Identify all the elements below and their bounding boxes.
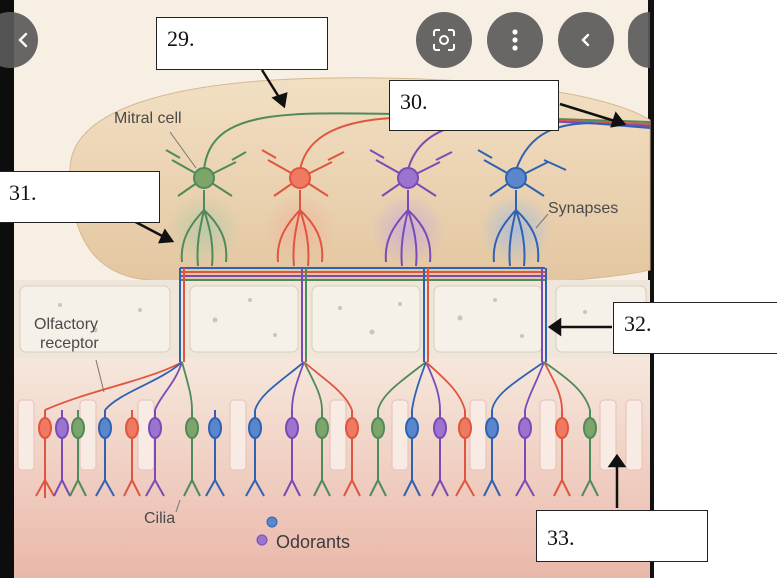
chevron-left-icon — [18, 32, 28, 48]
glomerulus-blue — [480, 194, 552, 266]
synapses-label: Synapses — [548, 200, 619, 217]
bone-pores — [58, 298, 623, 338]
label-leaders — [95, 131, 549, 513]
odorants-label: Odorants — [276, 532, 351, 552]
cilia-label: Cilia — [144, 510, 176, 527]
glomerulus-red — [264, 194, 336, 266]
answer-box-30[interactable]: 30. — [389, 80, 559, 131]
receptor-axon-bundle — [179, 267, 547, 362]
olfactory-receptor-label-line2: receptor — [40, 335, 99, 352]
mitral-cell-blue — [477, 149, 567, 267]
odorant-blue — [266, 516, 278, 528]
back-button[interactable] — [558, 12, 614, 68]
mitral-cell-green — [165, 149, 247, 267]
mitral-cell-purple — [369, 149, 453, 267]
glomerulus-green — [168, 194, 240, 266]
lens-icon — [433, 29, 455, 51]
receptor-fibers — [44, 361, 591, 411]
answer-box-33[interactable]: 33. — [536, 510, 708, 562]
lens-button[interactable] — [416, 12, 472, 68]
odorant-purple — [256, 534, 268, 546]
glomerulus-purple — [372, 194, 444, 266]
answer-box-29[interactable]: 29. — [156, 17, 328, 70]
receptor-neurons — [35, 410, 599, 498]
more-options-button[interactable] — [487, 12, 543, 68]
partial-control-button[interactable] — [628, 12, 650, 68]
answer-box-31[interactable]: 31. — [0, 171, 160, 223]
olfactory-receptor-label-line1: Olfactory — [34, 316, 99, 333]
chevron-left-icon — [581, 33, 590, 47]
mitral-cell-red — [261, 149, 345, 267]
right-black-border — [648, 0, 654, 578]
left-black-border — [0, 0, 14, 578]
answer-box-32[interactable]: 32. — [613, 302, 777, 354]
more-vertical-icon — [512, 29, 518, 51]
mitral-cell-label: Mitral cell — [114, 110, 182, 127]
bone-blocks — [19, 285, 647, 353]
